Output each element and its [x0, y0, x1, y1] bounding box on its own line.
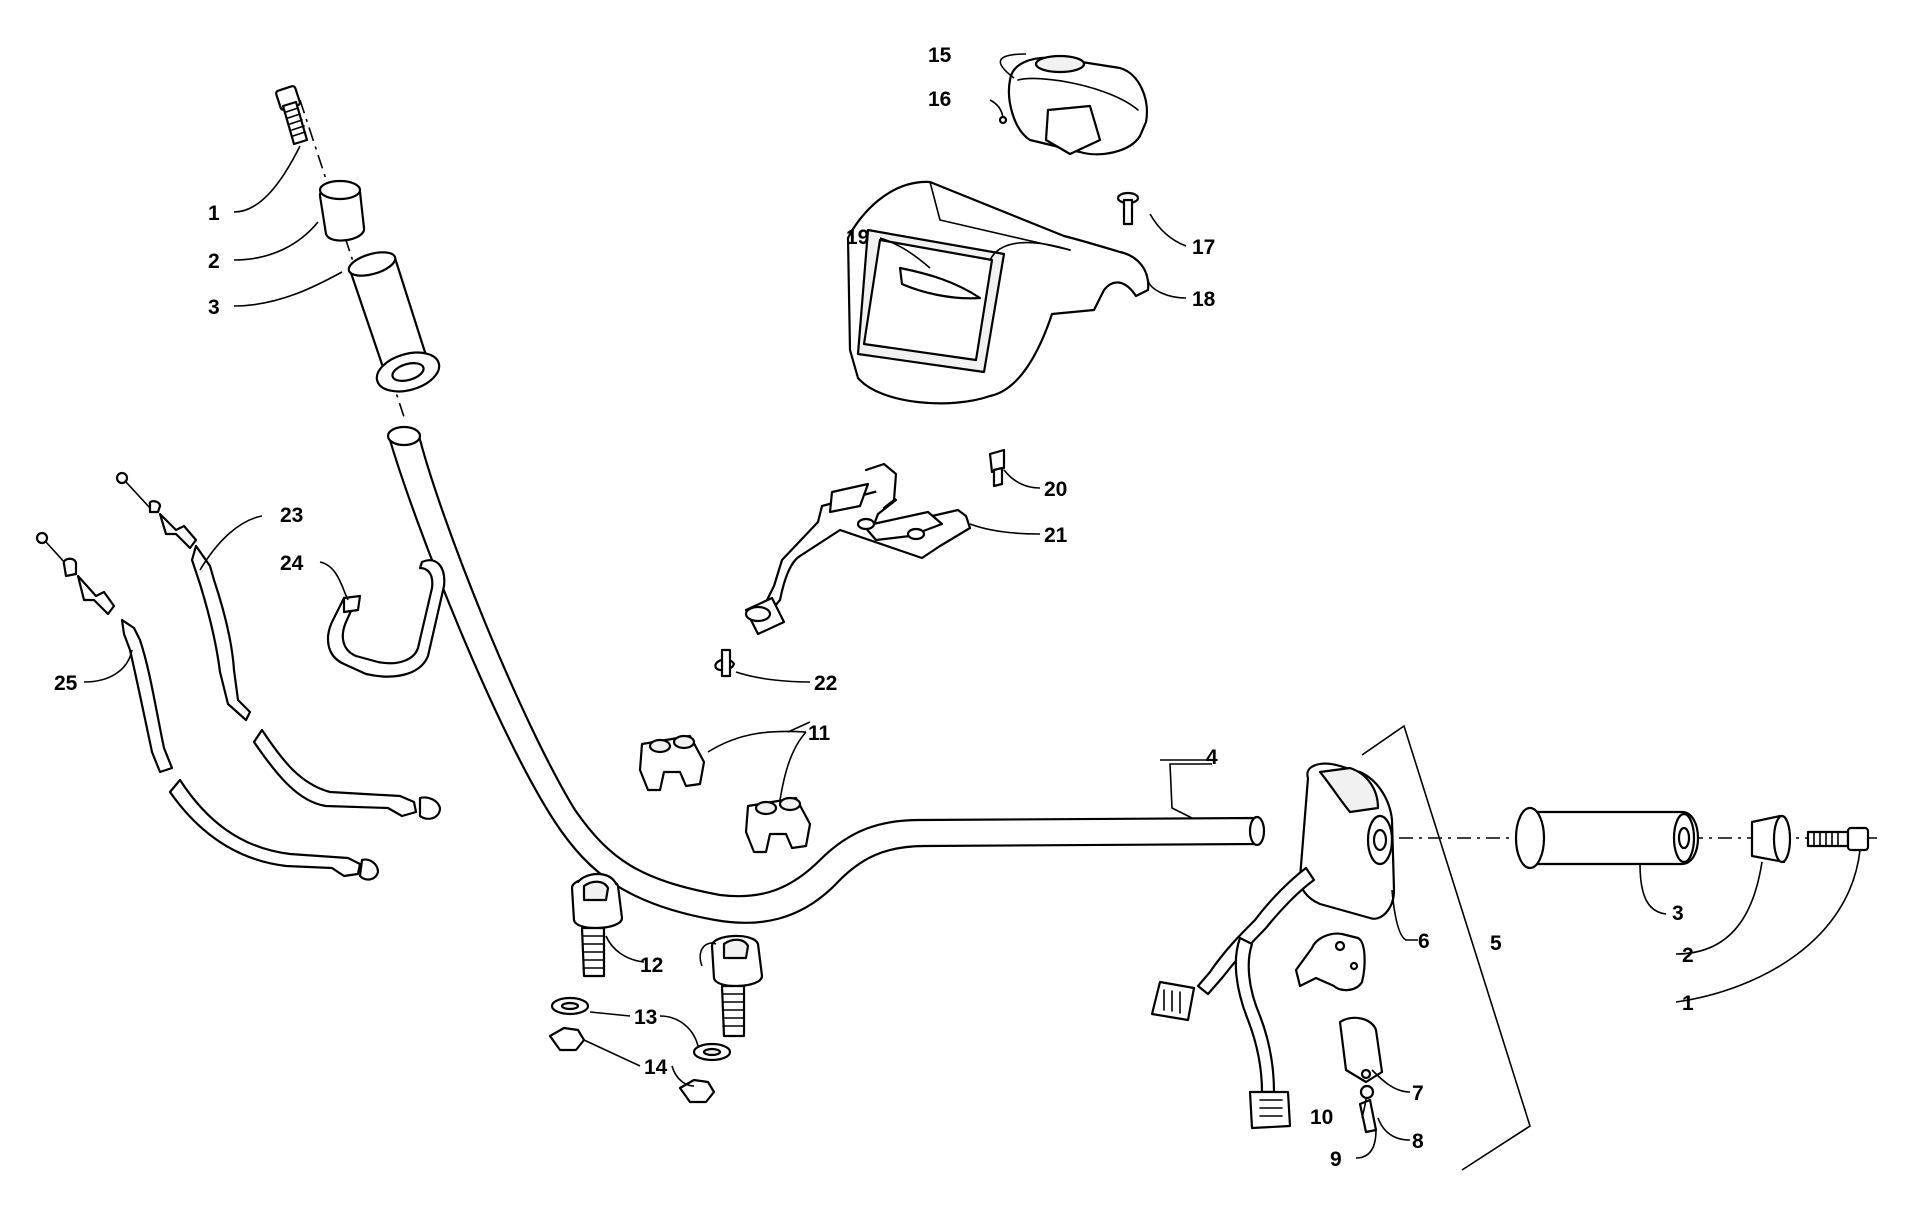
callout-12: 12 [640, 954, 663, 977]
callout-2-left: 2 [208, 250, 220, 273]
callout-18: 18 [1192, 288, 1216, 311]
callout-23: 23 [280, 504, 303, 527]
callout-14: 14 [644, 1056, 668, 1079]
callout-6: 6 [1418, 930, 1430, 953]
callout-11: 11 [808, 722, 831, 745]
handlebar-grip-right [1514, 806, 1700, 870]
switch-clamp-parts [1294, 932, 1384, 1134]
speedometer-gauge [998, 54, 1148, 156]
bar-end-weight-right [1750, 814, 1792, 864]
callout-1-right: 1 [1682, 992, 1694, 1015]
callout-20: 20 [1044, 478, 1067, 501]
callout-15: 15 [928, 44, 952, 67]
callout-24: 24 [280, 552, 304, 575]
callout-3-right: 3 [1672, 902, 1684, 925]
callout-3-left: 3 [208, 296, 220, 319]
throttle-cable [115, 471, 442, 820]
callout-17: 17 [1192, 236, 1215, 259]
upper-clamps [638, 734, 812, 854]
handlebar-grip-left [347, 251, 441, 393]
cable-clip [326, 559, 446, 678]
pod-mount-bracket [714, 448, 1006, 678]
left-grip-assembly [275, 85, 441, 393]
callout-21: 21 [1044, 524, 1068, 547]
callout-19: 19 [846, 226, 869, 249]
bar-end-screw-left [275, 85, 309, 146]
callout-16: 16 [928, 88, 951, 111]
handlebar-pod-cover [846, 180, 1150, 405]
callout-25: 25 [54, 672, 78, 695]
callout-1-left: 1 [208, 202, 220, 225]
callout-2-right: 2 [1682, 944, 1694, 967]
bar-end-screw-right [1806, 826, 1870, 852]
callout-9: 9 [1330, 1148, 1342, 1171]
right-grip-assembly [1514, 806, 1870, 870]
callout-leaders [83, 53, 1861, 1159]
callout-10: 10 [1310, 1106, 1333, 1129]
callout-5: 5 [1490, 932, 1502, 955]
switch-housing-assembly [1150, 724, 1531, 1171]
pod-screw [1116, 191, 1140, 226]
lower-riser-left [548, 872, 624, 1052]
callout-22: 22 [814, 672, 837, 695]
callout-labels: 1 2 3 4 5 6 7 8 9 10 11 12 13 14 15 16 1… [54, 44, 1694, 1171]
lower-riser-right [678, 934, 764, 1104]
handlebar-tube [386, 425, 1266, 924]
bar-end-weight-left [318, 179, 366, 242]
callout-4: 4 [1206, 746, 1218, 769]
callout-13: 13 [634, 1006, 657, 1029]
clutch-cable [35, 531, 380, 881]
callout-7: 7 [1412, 1082, 1424, 1105]
callout-8: 8 [1412, 1130, 1424, 1153]
